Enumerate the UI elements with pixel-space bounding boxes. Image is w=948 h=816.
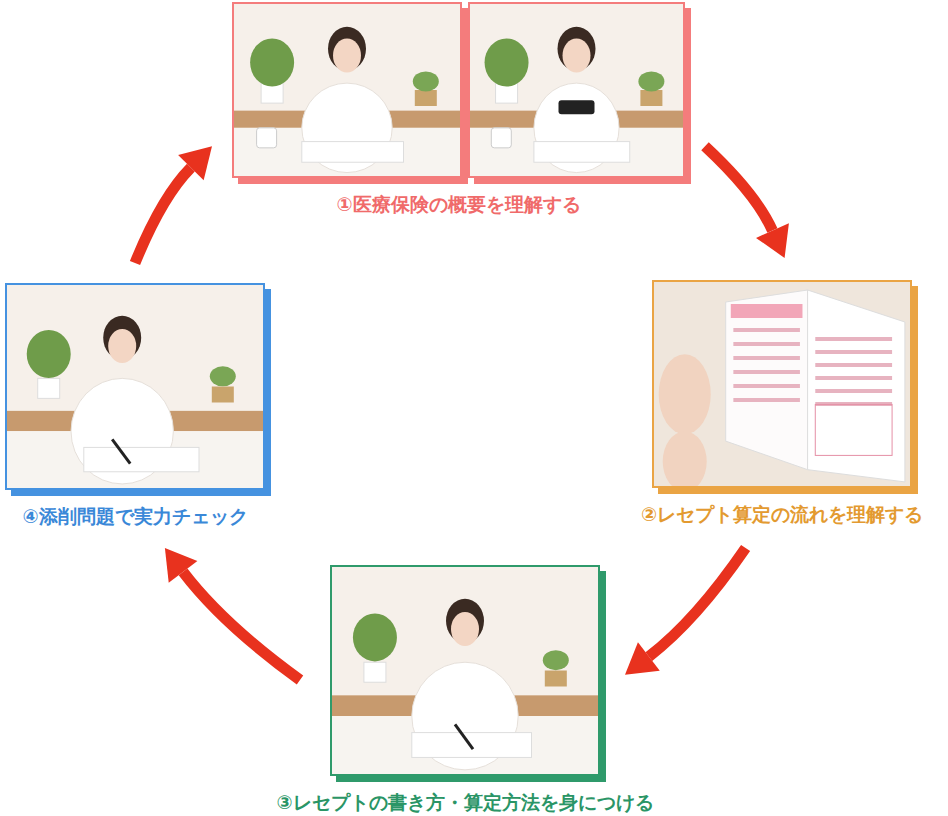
step-caption: ④添削問題で実力チェック bbox=[19, 504, 250, 528]
text-line bbox=[815, 350, 892, 354]
photo-frame bbox=[5, 283, 265, 490]
wall bbox=[332, 567, 598, 774]
text-line bbox=[815, 363, 892, 367]
step-caption: ①医療保険の概要を理解する bbox=[333, 192, 583, 216]
text-line bbox=[815, 376, 892, 380]
plant bbox=[250, 38, 294, 86]
photo-frame bbox=[232, 2, 462, 178]
photo-step: ④添削問題で実力チェック bbox=[5, 283, 265, 490]
text-line bbox=[733, 370, 800, 374]
basket bbox=[640, 90, 662, 106]
plant bbox=[27, 330, 71, 378]
photo-frame bbox=[468, 2, 685, 178]
plant bbox=[353, 613, 397, 661]
photo-illustration bbox=[470, 4, 683, 176]
plant bbox=[485, 38, 529, 86]
text-line bbox=[733, 328, 800, 332]
arrow-shaft bbox=[649, 548, 746, 657]
plant bbox=[210, 366, 236, 386]
form-table bbox=[815, 404, 892, 455]
basket bbox=[415, 90, 437, 106]
text-line bbox=[815, 389, 892, 393]
photo-illustration bbox=[654, 282, 910, 486]
arrow-shaft bbox=[183, 572, 300, 680]
mug bbox=[257, 128, 277, 148]
page-header bbox=[731, 304, 803, 318]
face bbox=[108, 329, 136, 363]
face bbox=[451, 612, 479, 646]
text-line bbox=[733, 342, 800, 346]
cycle-arrow bbox=[705, 146, 789, 258]
cycle-arrow bbox=[135, 146, 212, 263]
photo-step: ③レセプトの書き方・算定方法を身につける bbox=[330, 565, 600, 776]
face bbox=[563, 39, 591, 73]
paper bbox=[534, 142, 630, 163]
text-line bbox=[733, 398, 800, 402]
text-line bbox=[733, 384, 800, 388]
wall bbox=[7, 285, 263, 488]
book-right-page bbox=[808, 290, 905, 482]
hand bbox=[659, 354, 711, 434]
photo-illustration bbox=[7, 285, 263, 488]
photo-step: ②レセプト算定の流れを理解する bbox=[652, 280, 912, 488]
text-line bbox=[815, 337, 892, 341]
photo-step: ①医療保険の概要を理解する bbox=[232, 2, 685, 178]
text-line bbox=[733, 356, 800, 360]
paper bbox=[302, 142, 404, 163]
plant-pot bbox=[38, 378, 60, 398]
wall bbox=[470, 4, 683, 176]
paper bbox=[84, 447, 199, 471]
plant bbox=[638, 71, 664, 91]
arrow-shaft bbox=[135, 168, 191, 263]
step-caption: ②レセプト算定の流れを理解する bbox=[638, 502, 926, 526]
basket bbox=[545, 671, 567, 687]
photo-illustration bbox=[332, 567, 598, 774]
hand bbox=[663, 432, 707, 486]
photo-frame bbox=[330, 565, 600, 776]
mug bbox=[491, 128, 511, 148]
book-left-page bbox=[726, 290, 808, 470]
cycle-arrow bbox=[625, 548, 746, 675]
phone bbox=[559, 100, 595, 114]
arrow-shaft bbox=[705, 146, 772, 230]
photo-frame bbox=[652, 280, 912, 488]
wall bbox=[234, 4, 460, 176]
plant-pot bbox=[364, 662, 386, 682]
cycle-arrow bbox=[165, 548, 300, 680]
step-caption: ③レセプトの書き方・算定方法を身につける bbox=[273, 790, 656, 814]
pen bbox=[455, 724, 473, 749]
face bbox=[333, 39, 361, 73]
plant bbox=[543, 650, 569, 670]
pen bbox=[112, 439, 130, 463]
photo-illustration bbox=[234, 4, 460, 176]
plant bbox=[413, 71, 439, 91]
basket bbox=[212, 387, 234, 403]
